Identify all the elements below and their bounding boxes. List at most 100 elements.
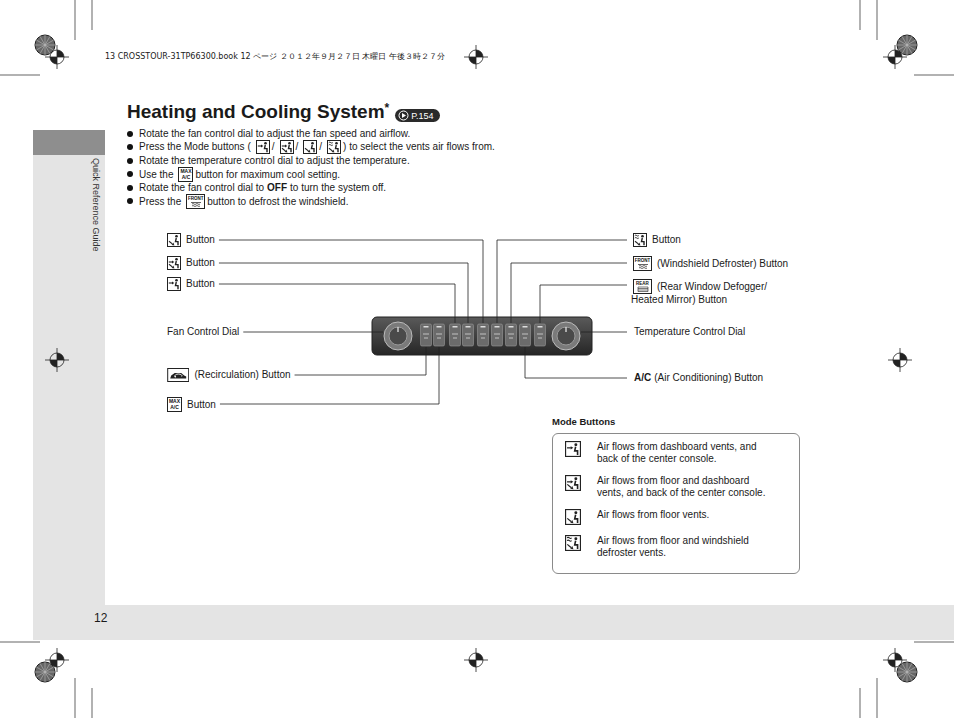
recirculation-icon <box>167 368 189 382</box>
icon-text: FRONT <box>634 258 651 263</box>
label-text: Press the <box>139 196 181 207</box>
mode-icon-wrap <box>565 441 581 457</box>
sidebar-band <box>33 130 105 640</box>
table-cell: Air flows from floor and dashboard vents… <box>597 475 769 499</box>
mode-icon-wrap <box>303 140 317 154</box>
mode-icon <box>565 509 581 525</box>
panel-button <box>450 324 461 346</box>
bullet <box>127 185 133 191</box>
button-icon: MAX A/C <box>167 397 182 412</box>
mode-icon <box>167 277 181 291</box>
color-target <box>35 35 55 55</box>
bullet-line: Press the Mode buttons (///) to select t… <box>139 140 498 154</box>
color-target <box>897 662 917 682</box>
sidebar-title: Quick Reference Guide <box>91 158 101 252</box>
control-dial <box>384 322 412 350</box>
bullet-line: Rotate the fan control dial to adjust th… <box>139 127 413 141</box>
table-row: Air flows from floor and dashboard vents… <box>565 475 789 499</box>
leader-line <box>581 332 627 333</box>
label-text: (Windshield Defroster) Button <box>657 258 788 269</box>
table-row: Air flows from floor vents. <box>565 509 789 525</box>
table-heading: Mode Buttons <box>552 416 800 427</box>
page-reference-badge: P.154 <box>395 109 439 122</box>
callout-label: Temperature Control Dial <box>631 325 745 339</box>
title-row: Heating and Cooling System* <box>127 101 389 123</box>
callout-label: Fan Control Dial <box>164 325 239 339</box>
label-text: Press the Mode buttons ( <box>139 141 251 152</box>
page-title: Heating and Cooling System <box>127 101 385 122</box>
label-text: Temperature Control Dial <box>634 326 745 337</box>
defrost-symbol <box>637 263 649 269</box>
panel-button <box>506 324 517 346</box>
bullet-line: Use the MAX A/Cbutton for maximum cool se… <box>139 167 343 182</box>
footnote-mark: * <box>385 101 390 115</box>
button-icon: REAR <box>633 279 652 294</box>
reference-arrow <box>398 110 409 121</box>
callout-label: Button <box>165 256 215 270</box>
label-text: button to defrost the windshield. <box>207 196 348 207</box>
panel-button <box>421 324 432 346</box>
bullet <box>127 198 133 204</box>
leader-line <box>219 284 455 323</box>
callout-label: Button <box>631 233 681 247</box>
label-text: (Air Conditioning) Button <box>654 372 763 383</box>
panel-button <box>520 324 531 346</box>
label-text: OFF <box>267 182 287 193</box>
table-cell: Air flows from dashboard vents, and back… <box>597 441 769 465</box>
label-text: button for maximum cool setting. <box>195 169 340 180</box>
label-text: (Recirculation) Button <box>194 369 290 380</box>
mode-icon <box>256 140 270 154</box>
table-cell: Air flows from floor and windshield defr… <box>597 535 769 559</box>
label-text: ) to select the vents air flows from. <box>343 141 495 152</box>
leader-line <box>243 332 383 333</box>
page-number: 12 <box>94 611 107 625</box>
label-text: Rotate the fan control dial to adjust th… <box>139 128 410 139</box>
mode-icon-wrap <box>565 475 581 491</box>
callout-label: MAX A/C Button <box>165 397 216 412</box>
label-text: Use the <box>139 169 173 180</box>
panel-button <box>492 324 503 346</box>
callout-label: REAR(Rear Window Defogger/ Heated Mirror… <box>631 279 791 306</box>
label-text: Button <box>652 234 681 245</box>
icon-text: FRONT <box>187 196 204 201</box>
color-target <box>897 35 917 55</box>
label-text: / <box>272 141 275 152</box>
mode-icon <box>280 140 294 154</box>
panel-button <box>535 324 546 346</box>
icon-text: MAX A/C <box>168 399 181 410</box>
icon-text: MAX A/C <box>179 169 192 180</box>
bullet <box>127 144 133 150</box>
print-header: 13 CROSSTOUR-31TP66300.book 12 ページ ２０１２年… <box>105 51 445 62</box>
bullet-line: Press the FRONTbutton to defrost the wind… <box>139 194 351 209</box>
button-icon: FRONT <box>186 194 205 209</box>
label-text: Fan Control Dial <box>167 326 239 337</box>
leader-line <box>219 263 468 323</box>
panel-button <box>434 324 445 346</box>
mode-icon <box>167 233 181 247</box>
callout-label: FRONT (Windshield Defroster) Button <box>631 256 788 271</box>
panel-button <box>463 324 474 346</box>
icon-text: REAR <box>634 281 651 286</box>
mode-icon-wrap <box>167 368 189 382</box>
label-text: Rotate the fan control dial to <box>139 182 264 193</box>
label-text: A/C <box>634 372 651 383</box>
label-text: to turn the system off. <box>290 182 386 193</box>
table-row: Air flows from dashboard vents, and back… <box>565 441 789 465</box>
label-text: Button <box>186 257 215 268</box>
label-text: Button <box>186 278 215 289</box>
callout-label: Button <box>165 233 215 247</box>
mode-buttons-table: Mode ButtonsAir flows from dashboard ven… <box>552 416 800 574</box>
panel-button <box>478 324 489 346</box>
mode-icon <box>565 535 581 551</box>
leader-line <box>525 347 627 378</box>
mode-icon-wrap <box>565 535 581 551</box>
mode-icon <box>303 140 317 154</box>
defrost-symbol <box>190 201 202 207</box>
callout-label: Button <box>165 277 215 291</box>
callout-label: A/C(Air Conditioning) Button <box>631 371 763 385</box>
leader-line <box>295 347 426 375</box>
leader-line <box>497 240 627 323</box>
label-text: Button <box>187 399 216 410</box>
footer-band <box>33 605 954 640</box>
